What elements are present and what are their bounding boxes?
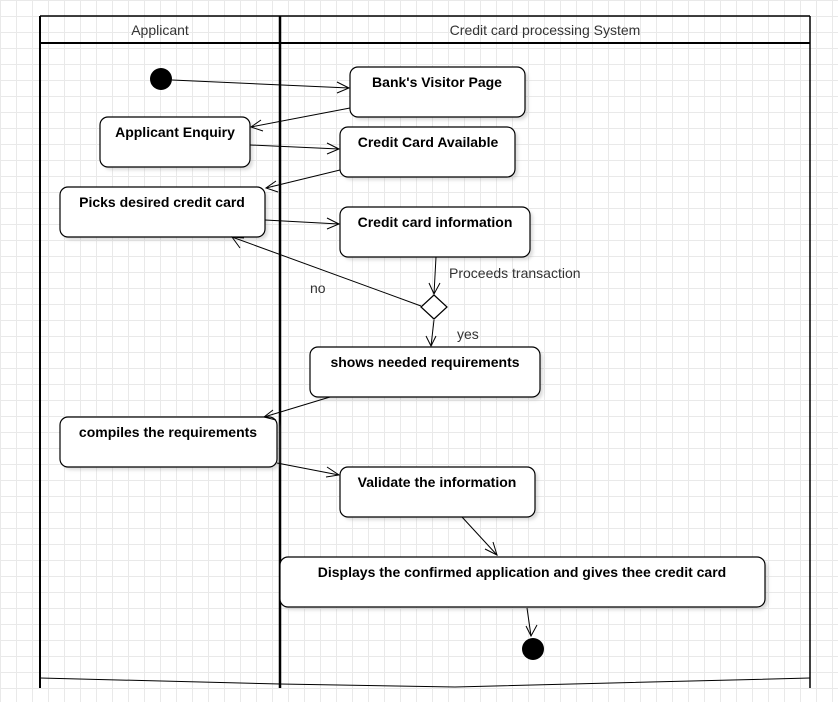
lane-header-system: Credit card processing System <box>450 22 641 38</box>
node-validate-information-label: Validate the information <box>358 474 517 490</box>
edge-picks-to-card-information <box>264 217 341 230</box>
end-node <box>522 638 544 660</box>
node-applicant-enquiry-label: Applicant Enquiry <box>115 124 235 140</box>
node-shows-requirements: shows needed requirements <box>309 346 541 398</box>
edge-card-information-to-decision <box>428 256 441 296</box>
edge-displays-to-end <box>525 607 538 638</box>
edge-decision-yes-to-requirements <box>425 319 437 348</box>
node-applicant-enquiry: Applicant Enquiry <box>99 116 251 168</box>
edge-label-proceeds: Proceeds transaction <box>449 265 581 281</box>
node-validate-information: Validate the information <box>339 466 536 518</box>
node-compiles-requirements-label: compiles the requirements <box>79 424 257 440</box>
node-picks-card: Picks desired credit card <box>59 186 266 238</box>
edge-label-yes: yes <box>457 326 479 342</box>
decision-diamond <box>420 294 448 320</box>
edge-decision-no-to-picks <box>230 236 422 307</box>
edge-compiles-to-validate <box>276 462 341 478</box>
node-card-information: Credit card information <box>339 206 531 258</box>
node-visitor-page-label: Bank's Visitor Page <box>372 74 502 90</box>
start-node <box>150 68 172 90</box>
edge-card-available-to-picks <box>264 169 341 193</box>
edge-enquiry-to-card-available <box>249 142 341 155</box>
node-picks-card-label: Picks desired credit card <box>79 194 245 210</box>
node-card-information-label: Credit card information <box>358 214 513 230</box>
node-visitor-page: Bank's Visitor Page <box>349 66 526 118</box>
node-displays-confirmed: Displays the confirmed application and g… <box>279 556 766 608</box>
node-card-available-label: Credit Card Available <box>358 134 499 150</box>
edge-visitor-page-to-enquiry <box>249 107 351 132</box>
edge-label-no: no <box>310 280 326 296</box>
edge-start-to-visitor-page <box>171 79 351 94</box>
node-card-available: Credit Card Available <box>339 126 516 178</box>
node-displays-confirmed-label: Displays the confirmed application and g… <box>318 564 726 580</box>
node-shows-requirements-label: shows needed requirements <box>330 354 519 370</box>
edge-validate-to-displays <box>461 516 498 556</box>
edges <box>171 79 538 638</box>
lane-header-applicant: Applicant <box>131 22 189 38</box>
edge-requirements-to-compiles <box>262 396 331 421</box>
node-compiles-requirements: compiles the requirements <box>59 416 278 468</box>
